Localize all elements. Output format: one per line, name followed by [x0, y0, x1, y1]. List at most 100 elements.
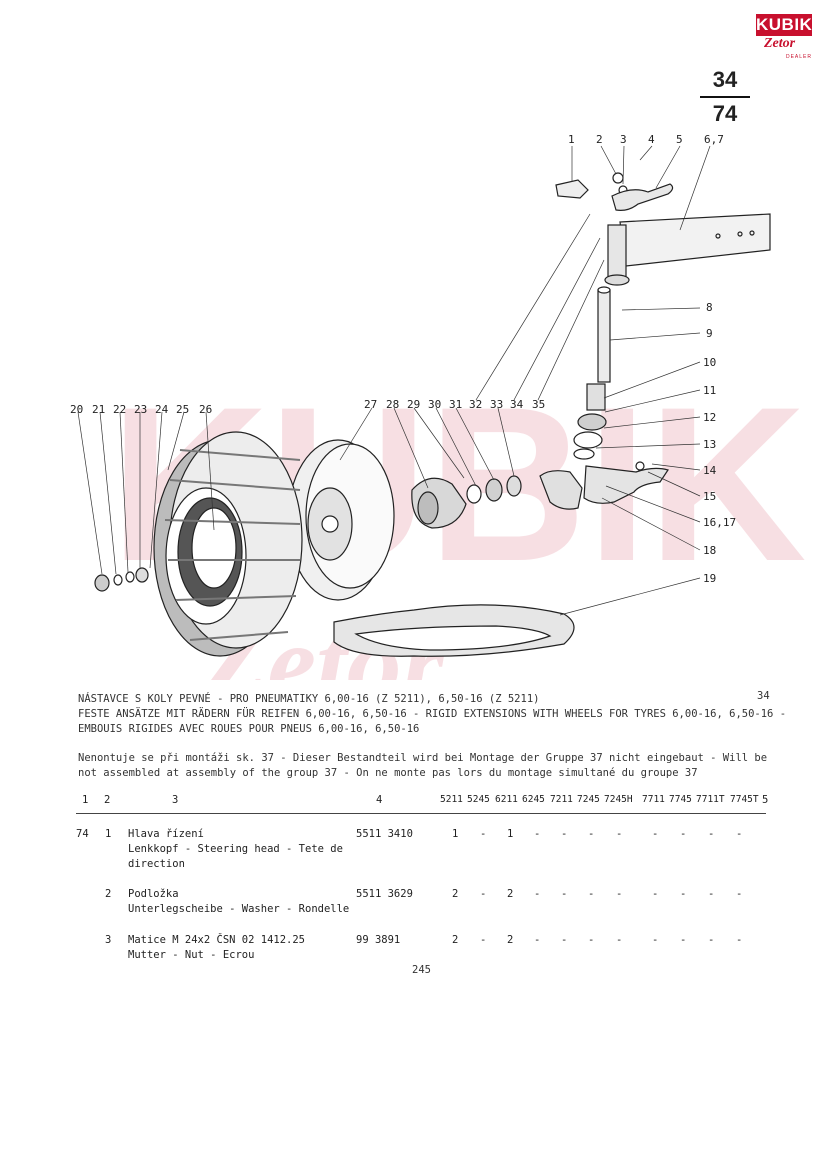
qty-7245: - — [588, 934, 595, 946]
row-name-translations: Unterlegscheibe - Washer - Rondelle — [128, 903, 350, 915]
row-name-cz: Podložka — [128, 888, 179, 900]
callout-8: 8 — [706, 301, 713, 314]
assembly-note-line2: not assembled at assembly of the group 3… — [78, 767, 698, 779]
qty-5211: 2 — [452, 888, 459, 900]
callout-18: 18 — [703, 544, 716, 557]
callout-20: 20 — [70, 403, 83, 416]
qty-7245h: - — [616, 828, 623, 840]
callout-10: 10 — [703, 356, 716, 369]
heading-czech: NÁSTAVCE S KOLY PEVNÉ - PRO PNEUMATIKY 6… — [78, 693, 540, 705]
group-number: 74 — [712, 101, 738, 126]
qty-7245h: - — [616, 934, 623, 946]
qty-5211: 2 — [452, 934, 459, 946]
callout-21: 21 — [92, 403, 105, 416]
callout-12: 12 — [703, 411, 716, 424]
callout-29: 29 — [407, 398, 420, 411]
col-7245: 7245 — [577, 794, 600, 805]
row-group: 74 — [76, 828, 89, 840]
qty-7211: - — [561, 828, 568, 840]
qty-5245: - — [480, 828, 487, 840]
col-5: 5 — [762, 794, 769, 806]
row-part-number: 99 3891 — [356, 934, 401, 946]
qty-6245: - — [534, 828, 541, 840]
row-name-cz: Hlava řízení — [128, 828, 204, 840]
qty-7711: - — [652, 828, 659, 840]
qty-7211: - — [561, 934, 568, 946]
callout-32: 32 — [469, 398, 482, 411]
col-position: 2 — [104, 794, 111, 806]
kubik-zetor-logo: KUBIK Zetor DEALER — [756, 14, 812, 66]
callout-25: 25 — [176, 403, 189, 416]
qty-7245: - — [588, 888, 595, 900]
qty-6245: - — [534, 888, 541, 900]
table-row: 3 Matice M 24x2 ČSN 02 1412.25 Mutter - … — [0, 934, 826, 966]
row-part-number: 5511 3629 — [356, 888, 413, 900]
row-position: 1 — [105, 828, 112, 840]
qty-6245: - — [534, 934, 541, 946]
qty-5211: 1 — [452, 828, 459, 840]
row-name-continued: direction — [128, 858, 185, 870]
qty-7745t: - — [736, 888, 743, 900]
heading-french: EMBOUIS RIGIDES AVEC ROUES POUR PNEUS 6,… — [78, 723, 420, 735]
section-reference: 34 — [757, 690, 770, 702]
table-row: 74 1 Hlava řízení Lenkkopf - Steering he… — [0, 828, 826, 876]
parts-table-header: 1 2 3 4 5211 5245 6211 6245 7211 7245 72… — [0, 794, 826, 810]
callout-22: 22 — [113, 403, 126, 416]
qty-7745: - — [680, 828, 687, 840]
row-part-number: 5511 3410 — [356, 828, 413, 840]
qty-7711t: - — [708, 828, 715, 840]
callout-3: 3 — [620, 133, 627, 146]
logo-sub: DEALER — [785, 54, 812, 60]
qty-7211: - — [561, 888, 568, 900]
row-name-translations: Mutter - Nut - Ecrou — [128, 949, 255, 961]
col-name: 3 — [172, 794, 179, 806]
qty-5245: - — [480, 934, 487, 946]
divider — [700, 96, 750, 98]
col-7711: 7711 — [642, 794, 665, 805]
heading-german-english: FESTE ANSÄTZE MIT RÄDERN FÜR REIFEN 6,00… — [78, 708, 787, 720]
callout-15: 15 — [703, 490, 716, 503]
callout-6-7: 6,7 — [704, 133, 724, 146]
col-6245: 6245 — [522, 794, 545, 805]
logo-word: KUBIK — [756, 14, 813, 36]
qty-7745t: - — [736, 828, 743, 840]
row-name-cz: Matice M 24x2 ČSN 02 1412.25 — [128, 934, 306, 946]
qty-6211: 1 — [507, 828, 514, 840]
callout-31: 31 — [449, 398, 462, 411]
row-name-translations: Lenkkopf - Steering head - Tete de — [128, 843, 343, 855]
col-7745t: 7745T — [730, 794, 759, 805]
qty-7745: - — [680, 934, 687, 946]
col-5245: 5245 — [467, 794, 490, 805]
col-6211: 6211 — [495, 794, 518, 805]
page-number: 245 — [412, 964, 431, 976]
callout-14: 14 — [703, 464, 717, 477]
col-7745: 7745 — [669, 794, 692, 805]
callout-11: 11 — [703, 384, 716, 397]
qty-7245: - — [588, 828, 595, 840]
callout-19: 19 — [703, 572, 716, 585]
col-7711t: 7711T — [696, 794, 725, 805]
callout-4: 4 — [648, 133, 655, 146]
callout-33: 33 — [490, 398, 503, 411]
callout-24: 24 — [155, 403, 169, 416]
qty-7745t: - — [736, 934, 743, 946]
page-reference: 34 74 — [700, 66, 750, 128]
qty-7711: - — [652, 888, 659, 900]
col-7211: 7211 — [550, 794, 573, 805]
callout-5: 5 — [676, 133, 683, 146]
col-group: 1 — [82, 794, 89, 806]
col-5211: 5211 — [440, 794, 463, 805]
assembly-note-line1: Nenontuje se při montáži sk. 37 - Dieser… — [78, 752, 768, 764]
row-position: 2 — [105, 888, 112, 900]
callout-34: 34 — [510, 398, 524, 411]
qty-7245h: - — [616, 888, 623, 900]
callout-13: 13 — [703, 438, 716, 451]
col-part-number: 4 — [376, 794, 383, 806]
callout-35: 35 — [532, 398, 545, 411]
callout-1: 1 — [568, 133, 575, 146]
callout-28: 28 — [386, 398, 399, 411]
callout-26: 26 — [199, 403, 212, 416]
callout-2: 2 — [596, 133, 603, 146]
row-position: 3 — [105, 934, 112, 946]
exploded-parts-diagram: KUBIK Zetor — [70, 133, 807, 680]
